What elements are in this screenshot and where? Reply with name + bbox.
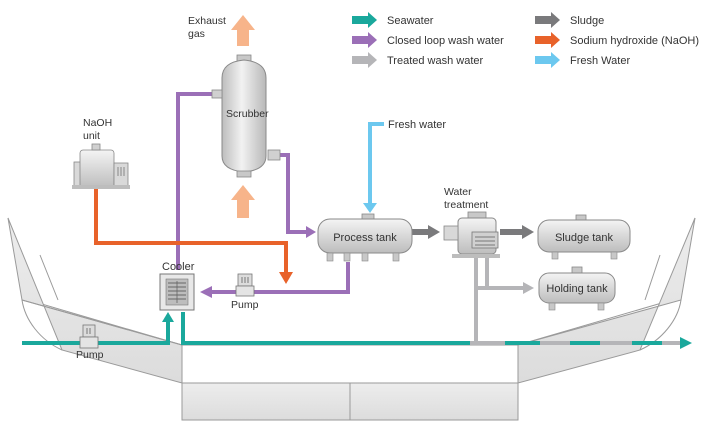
legend-label-treated: Treated wash water [387, 55, 484, 67]
water-treatment-label-line1: Water [444, 186, 472, 198]
treated-pipes [474, 258, 534, 343]
pump-lower-label: Pump [76, 349, 104, 361]
legend: Seawater Closed loop wash water Treated … [352, 12, 699, 68]
sludge-pipes [412, 225, 534, 239]
legend-item-seawater: Seawater [352, 12, 434, 28]
scrubber-label: Scrubber [226, 108, 269, 120]
seawater-arrow-icon [352, 12, 377, 28]
cooler-icon [159, 273, 195, 311]
process-tank [317, 213, 413, 262]
seawater-pipes [22, 312, 692, 349]
pump-icon [79, 324, 99, 349]
water-treatment-icon [443, 211, 500, 258]
naoh-arrow-icon [535, 32, 560, 48]
treated-arrow-icon [352, 52, 377, 68]
sludge-arrow-icon [535, 12, 560, 28]
water-treatment-label-line2: treatment [444, 199, 488, 211]
holding-tank [538, 266, 616, 311]
legend-label-naoh: Sodium hydroxide (NaOH) [570, 35, 699, 47]
sludge-tank-label: Sludge tank [555, 232, 614, 244]
naoh-unit-icon [72, 143, 130, 189]
fresh-water-pipes [363, 122, 384, 213]
legend-label-seawater: Seawater [387, 15, 434, 27]
holding-tank-label: Holding tank [546, 283, 608, 295]
exhaust-out-arrow-icon [231, 15, 255, 46]
pump-icon [235, 273, 255, 297]
scrubber-icon [211, 54, 281, 178]
sludge-tank [537, 214, 631, 260]
legend-item-sludge: Sludge [535, 12, 604, 28]
legend-label-closed-loop: Closed loop wash water [387, 35, 504, 47]
exhaust-label-line1: Exhaust [188, 15, 226, 27]
legend-label-fresh: Fresh Water [570, 55, 630, 67]
process-tank-label: Process tank [333, 232, 397, 244]
pump-upper-label: Pump [231, 299, 259, 311]
exhaust-in-arrow-icon [231, 185, 255, 218]
naoh-unit-label-line2: unit [83, 130, 100, 142]
legend-item-fresh: Fresh Water [535, 52, 630, 68]
legend-item-closed-loop: Closed loop wash water [352, 32, 504, 48]
legend-label-sludge: Sludge [570, 15, 604, 27]
fresh-water-arrow-icon [535, 52, 560, 68]
naoh-pipes [94, 188, 293, 284]
closed-loop-pipes [176, 92, 350, 298]
naoh-unit-label-line1: NaOH [83, 117, 112, 129]
exhaust-label-line2: gas [188, 28, 205, 40]
legend-item-treated: Treated wash water [352, 52, 484, 68]
fresh-water-label: Fresh water [388, 119, 446, 131]
closed-loop-arrow-icon [352, 32, 377, 48]
cooler-label: Cooler [162, 261, 195, 273]
legend-item-naoh: Sodium hydroxide (NaOH) [535, 32, 699, 48]
